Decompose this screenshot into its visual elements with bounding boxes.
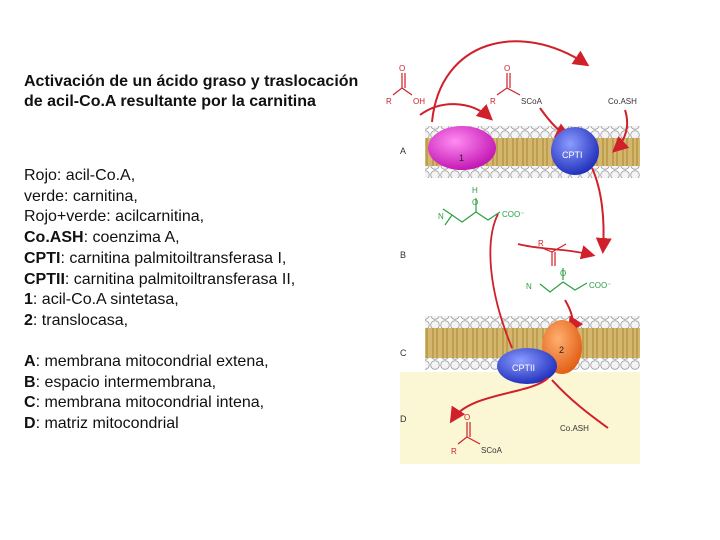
acylcoa-top-r-label: R [490,97,496,106]
acylcarnitine-coo-label: COO⁻ [589,281,611,290]
carnitine-o-label: O [472,198,478,207]
acylcoa-bottom-o-label: O [464,413,470,422]
legend-item-acylcarnitine: Rojo+verde: acilcarnitina, [24,208,205,226]
region-label-b: B [400,250,406,260]
legend-item-enzyme-2: 2: translocasa, [24,311,129,329]
fatty-acid-structure [392,73,413,96]
scoa-bottom-label: SCoA [481,446,503,455]
compartment-d: D: matriz mitocondrial [24,415,179,433]
acylcarnitine-structure [539,243,588,293]
acylcoa-top-o-label: O [504,64,510,73]
page-title: Activación de un ácido graso y traslocac… [24,73,359,110]
arrow-activation [431,40,590,123]
enzyme-cptii-label: CPTII [512,363,535,373]
legend-item-carnitine: verde: carnitina, [24,187,138,205]
region-label-a: A [400,146,406,156]
acylcoa-bottom-structure [457,422,481,445]
coash-top-label: Co.ASH [608,97,637,106]
enzyme-cpti [551,127,599,175]
carnitine-h-label: H [472,186,478,195]
enzyme-1-label: 1 [459,153,464,163]
arrow-coash-release [612,109,630,153]
legend-list: Rojo: acil-Co.A, verde: carnitina, Rojo+… [24,166,369,332]
legend-item-coash: Co.ASH: coenzima A, [24,229,180,247]
compartment-a: A: membrana mitocondrial extena, [24,353,269,370]
acylcarnitine-r-label: R [538,239,544,248]
acylcarnitine-o-label: O [560,269,566,278]
carnitine-structure [442,198,501,226]
arrow-carnitine-to-acylcarnitine [517,243,596,260]
region-label-d: D [400,414,407,424]
scoa-top-label: SCoA [521,97,543,106]
region-label-c: C [400,348,407,358]
acylcoa-bottom-r-label: R [451,447,457,456]
coash-bottom-label: Co.ASH [560,424,589,433]
legend-item-cpti: CPTI: carnitina palmitoiltransferasa I, [24,249,287,267]
arrow-acid-to-enzyme [419,103,493,121]
enzyme-1 [428,126,496,170]
fatty-acid-oh-label: OH [413,97,425,106]
legend-item-enzyme-1: 1: acil-Co.A sintetasa, [24,291,179,309]
carnitine-n-label: N [438,212,444,221]
enzyme-cpti-label: CPTI [562,150,583,160]
acylcarnitine-n-label: N [526,282,532,291]
enzyme-2-label: 2 [559,345,564,355]
compartment-list: A: membrana mitocondrial extena, B: espa… [24,352,369,435]
legend-item-acylcoa: Rojo: acil-Co.A, [24,167,136,184]
arrow-coash-consumed [551,379,609,429]
compartment-b: B: espacio intermembrana, [24,373,217,391]
arrow-cptii-to-acylcoa [449,377,549,424]
arrow-cpti-to-acylcarnitine [591,167,612,254]
enzyme-cptii [497,348,557,384]
carnitine-coo-label: COO⁻ [502,210,524,219]
matrix-region [400,372,640,464]
fatty-acid-r-label: R [386,97,392,106]
acylcoa-top-structure [496,73,521,96]
compartment-c: C: membrana mitocondrial intena, [24,394,265,412]
arrow-carnitine-return [489,213,513,349]
fatty-acid-o-label: O [399,64,405,73]
legend-item-cptii: CPTII: carnitina palmitoiltransferasa II… [24,270,296,288]
